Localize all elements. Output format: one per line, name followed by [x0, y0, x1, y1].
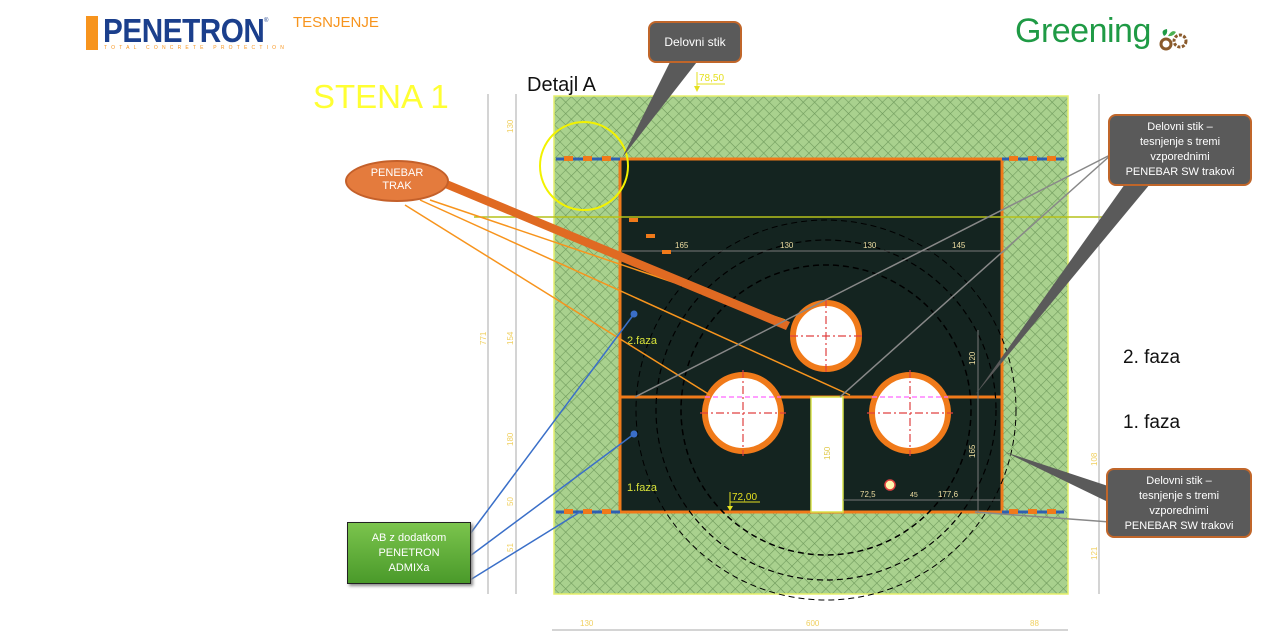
callout-line: vzporednimi: [1149, 505, 1209, 517]
dim-small: 72,5: [860, 490, 876, 499]
dim-small: 45: [910, 492, 918, 499]
dim-bottom: 600: [806, 619, 820, 628]
dim-v-left: 154: [506, 331, 515, 345]
callout-line: tesnjenje s tremi: [1139, 136, 1221, 148]
joint-leaders-top: [634, 153, 1113, 398]
dim-v-left: 50: [506, 497, 515, 506]
callout-penebar-trak: PENEBAR TRAK: [345, 160, 449, 202]
logo-wordmark: PENETRON: [103, 12, 265, 49]
svg-text:78,50: 78,50: [699, 73, 724, 84]
callout-line: Delovni stik –: [1147, 121, 1213, 133]
callout-line: AB z dodatkom: [371, 532, 447, 544]
svg-text:72,00: 72,00: [732, 492, 757, 503]
dashed-arc: [635, 219, 1017, 601]
callout-line: tesnjenje s tremi: [1138, 490, 1220, 502]
dim-small: 177,6: [938, 490, 959, 499]
callout-line: PENETRON: [378, 547, 440, 559]
penetron-logo: PENETRON ® TOTAL CONCRETE PROTECTION: [86, 12, 284, 52]
callout-tail-right-top: [975, 184, 1150, 395]
callout-joint-right-bottom: Delovni stik – tesnjenje s tremi vzpored…: [1106, 468, 1252, 538]
dim-v-right: 108: [1090, 452, 1099, 466]
logo-registered-mark: ®: [264, 18, 269, 24]
dim-h: 130: [780, 241, 794, 250]
pipe-right: [867, 370, 953, 456]
detail-label: Detajl A: [527, 74, 596, 96]
callout-admix: AB z dodatkom PENETRON ADMIXa: [347, 522, 471, 584]
dim-bottom: 88: [1030, 619, 1039, 628]
penebar-pointer: [440, 180, 790, 330]
dim-h: 130: [863, 241, 877, 250]
callout-tail-top: [622, 58, 700, 158]
slot-dim: 150: [823, 446, 832, 460]
dim-v-left: 130: [506, 119, 515, 133]
dim-v: 120: [968, 351, 977, 365]
callout-joint-top: Delovni stik: [648, 21, 742, 63]
dim-bottom: 130: [580, 619, 594, 628]
dim-v-right: 121: [1090, 546, 1099, 560]
logo-orange-bar: [86, 16, 98, 50]
dashed-arc: [680, 264, 972, 556]
level-marker-top: 78,50: [694, 72, 725, 92]
detail-a-circle: [539, 121, 629, 211]
phase-label-inner: 1.faza: [627, 482, 658, 494]
gear-leaf-icon: [1159, 29, 1188, 51]
callout-line: vzporednimi: [1150, 151, 1210, 163]
phase-label-inner: 2.faza: [627, 335, 658, 347]
drawing-title: STENA 1: [313, 78, 449, 115]
dim-h: 165: [675, 241, 689, 250]
joint-tape-top-left: [556, 156, 620, 161]
admix-leaders: [469, 313, 635, 581]
greening-logo: Greening: [1015, 12, 1151, 50]
dim-v: 165: [968, 444, 977, 458]
level-marker-bottom: 72,00: [727, 492, 760, 511]
dim-v-left: 51: [506, 543, 515, 552]
callout-line: PENEBAR SW trakovi: [1125, 166, 1235, 178]
callout-line: PENEBAR: [370, 167, 424, 179]
joint-leaders-bottom: [974, 511, 1111, 523]
pipe-left: [700, 370, 786, 456]
pipe-top: [790, 300, 862, 372]
dim-v-left: 180: [506, 432, 515, 446]
callout-tail-right-bottom: [1005, 452, 1108, 502]
callout-line: PENEBAR SW trakovi: [1124, 520, 1234, 532]
callout-line: TRAK: [382, 180, 412, 192]
callout-joint-right-top: Delovni stik – tesnjenje s tremi vzpored…: [1108, 114, 1252, 186]
dashed-arc: [655, 239, 997, 581]
callout-line: Delovni stik –: [1146, 475, 1212, 487]
joint-tape-bottom-right: [1002, 509, 1064, 514]
slot-opening: [810, 396, 844, 513]
joint-tape-top-right: [1002, 156, 1064, 161]
dim-h: 145: [952, 241, 966, 250]
callout-line: ADMIXa: [388, 562, 430, 574]
logo-tagline: TOTAL CONCRETE PROTECTION: [104, 45, 289, 51]
dim-v-left: 771: [479, 331, 488, 345]
phase-label-outer: 2. faza: [1123, 347, 1181, 368]
phase-label-outer: 1. faza: [1123, 412, 1181, 433]
joint-tape-bottom-left: [556, 509, 620, 514]
anchor-icon: [884, 479, 896, 491]
page-subtitle: TESNJENJE: [293, 14, 379, 31]
